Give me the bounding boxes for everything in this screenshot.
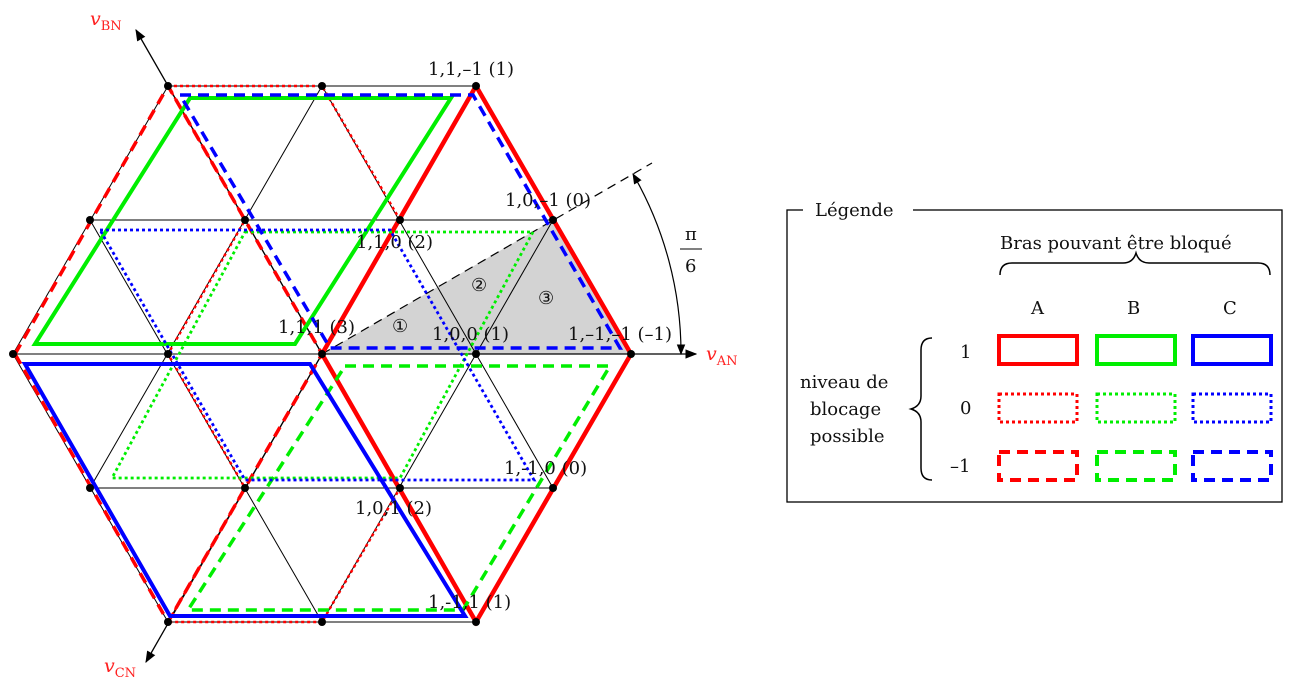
angle-numerator: π xyxy=(685,224,697,245)
vertex-dots xyxy=(9,82,635,626)
sector-labels: ① ② ③ xyxy=(392,275,554,337)
label-1-0-m1: 1,0,–1 (0) xyxy=(505,190,591,211)
legend-row-title-1: niveau de xyxy=(800,372,888,393)
label-1-m1-m1: 1,–1,–1 (–1) xyxy=(568,324,672,345)
legend-swatch-a-1 xyxy=(997,334,1079,366)
arm-b-level-0 xyxy=(109,230,536,480)
arm-c-shapes xyxy=(21,93,624,618)
reference-line-pi-6 xyxy=(321,162,653,355)
legend-row-title-3: possible xyxy=(810,426,885,447)
legend-row-brace xyxy=(908,337,933,481)
label-1-1-0: 1,1,0 (2) xyxy=(356,232,433,253)
axis-label-vcn: vCN xyxy=(104,655,136,681)
legend-swatch-c-1 xyxy=(1191,334,1273,366)
legend-swatches-level-1 xyxy=(997,334,1273,366)
legend-swatch-b-0 xyxy=(1095,392,1177,424)
label-1-0-0: 1,0,0 (1) xyxy=(432,324,509,345)
angle-denominator: 6 xyxy=(685,256,696,277)
legend-row-0: 0 xyxy=(960,398,971,419)
label-1-m1-0: 1,-1,0 (0) xyxy=(504,458,587,479)
angle-arc xyxy=(632,173,686,356)
label-1-0-1: 1,0,1 (2) xyxy=(355,498,432,519)
legend-header: Bras pouvant être bloqué xyxy=(1000,233,1232,254)
legend-swatch-a-0 xyxy=(997,392,1079,424)
vector-labels: 1,1,–1 (1) 1,0,–1 (0) 1,1,0 (2) 1,1,1 (3… xyxy=(278,59,672,613)
legend-swatch-c-0 xyxy=(1191,392,1273,424)
legend-frame xyxy=(786,209,1283,503)
arm-b-level-1 xyxy=(31,96,455,346)
angle-label: π 6 xyxy=(680,224,702,277)
legend-col-b: B xyxy=(1127,298,1140,319)
legend-col-c: C xyxy=(1223,298,1237,319)
arm-c-level-1 xyxy=(21,362,469,618)
arm-c-level-m1 xyxy=(176,93,624,350)
shaded-sector xyxy=(322,220,631,354)
axis-label-vbn: vBN xyxy=(90,8,122,34)
legend-title: Légende xyxy=(815,200,894,221)
label-1-1-1: 1,1,1 (3) xyxy=(278,317,355,338)
legend-col-a: A xyxy=(1030,298,1045,319)
legend-swatch-b-1 xyxy=(1095,334,1177,366)
arm-c-level-0 xyxy=(97,228,537,482)
legend: Légende Bras pouvant être bloqué A B C n… xyxy=(786,196,1283,503)
legend-swatches-level-m1 xyxy=(997,450,1273,482)
label-1-1-m1: 1,1,–1 (1) xyxy=(428,59,514,80)
sector-1-label: ① xyxy=(392,316,408,337)
legend-header-brace xyxy=(999,250,1271,276)
legend-row-title-2: blocage xyxy=(810,399,881,420)
sector-2-label: ② xyxy=(471,275,487,296)
legend-swatches-level-0 xyxy=(997,392,1273,424)
axis-label-van: vAN xyxy=(706,343,738,369)
sector-3-label: ③ xyxy=(538,288,554,309)
legend-swatch-c-m1 xyxy=(1191,450,1273,482)
legend-row-m1: –1 xyxy=(950,456,970,477)
label-1-m1-1: 1,-1,1 (1) xyxy=(428,592,511,613)
legend-swatch-b-m1 xyxy=(1095,450,1177,482)
legend-row-1: 1 xyxy=(960,342,971,363)
legend-swatch-a-m1 xyxy=(997,450,1079,482)
